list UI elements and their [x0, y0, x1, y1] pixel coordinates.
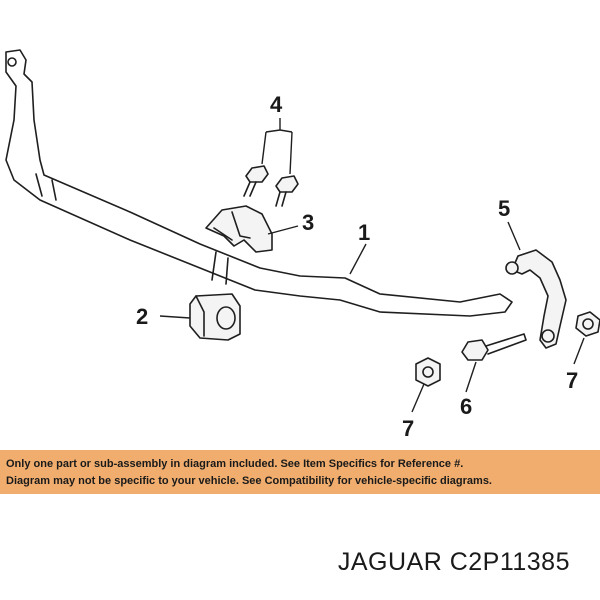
leader-lines	[159, 118, 585, 413]
callout-7-left: 7	[402, 416, 414, 441]
stabilizer-link	[505, 249, 567, 349]
parts-diagram: 4 3 1 2 5 6 7 7	[5, 49, 600, 441]
callout-1: 1	[358, 220, 370, 245]
part-number-label: JAGUAR C2P11385	[337, 548, 570, 576]
callout-6: 6	[460, 394, 472, 419]
bushing	[189, 293, 241, 341]
callout-3: 3	[302, 210, 314, 235]
disclaimer-line-1: Only one part or sub-assembly in diagram…	[6, 458, 464, 470]
callout-2: 2	[136, 304, 148, 329]
bolts	[243, 165, 299, 207]
disclaimer-banner: Only one part or sub-assembly in diagram…	[0, 450, 600, 494]
callout-7-right: 7	[566, 368, 578, 393]
stabilizer-bar	[5, 49, 513, 317]
link-bolt	[461, 333, 527, 361]
callout-4: 4	[270, 92, 283, 117]
disclaimer-line-2: Diagram may not be specific to your vehi…	[6, 475, 492, 487]
nuts	[415, 311, 600, 387]
callout-5: 5	[498, 196, 510, 221]
bushing-bracket	[205, 205, 273, 253]
